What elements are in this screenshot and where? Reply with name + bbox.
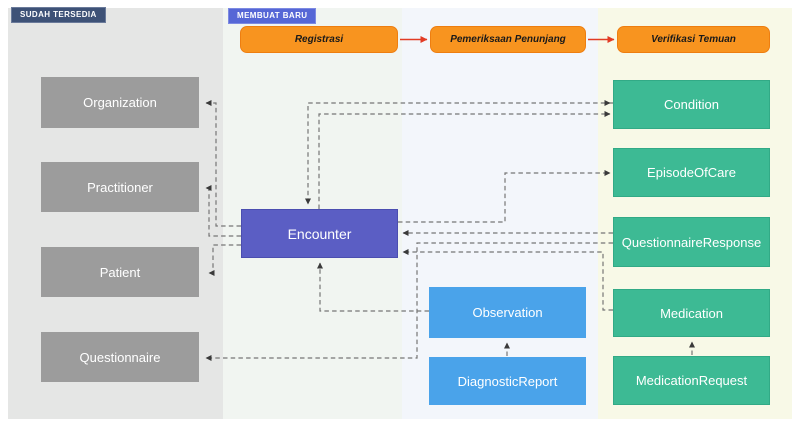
node-diagnosticreport: DiagnosticReport <box>429 357 586 405</box>
node-episodeofcare: EpisodeOfCare <box>613 148 770 197</box>
node-medicationrequest: MedicationRequest <box>613 356 770 405</box>
stage-verifikasi-temuan: Verifikasi Temuan <box>617 26 770 53</box>
badge-membuat-baru: MEMBUAT BARU <box>228 8 317 24</box>
node-encounter: Encounter <box>241 209 398 258</box>
node-questionnaire: Questionnaire <box>41 332 199 382</box>
node-medication: Medication <box>613 289 770 337</box>
node-observation: Observation <box>429 287 586 338</box>
node-questionnaireresponse: QuestionnaireResponse <box>613 217 770 267</box>
stage-registrasi: Registrasi <box>240 26 398 53</box>
node-patient: Patient <box>41 247 199 297</box>
badge-sudah-tersedia: SUDAH TERSEDIA <box>11 7 106 23</box>
node-condition: Condition <box>613 80 770 129</box>
lane-verifikasi-temuan <box>598 8 792 419</box>
node-organization: Organization <box>41 77 199 128</box>
stage-pemeriksaan-penunjang: Pemeriksaan Penunjang <box>430 26 586 53</box>
node-practitioner: Practitioner <box>41 162 199 212</box>
